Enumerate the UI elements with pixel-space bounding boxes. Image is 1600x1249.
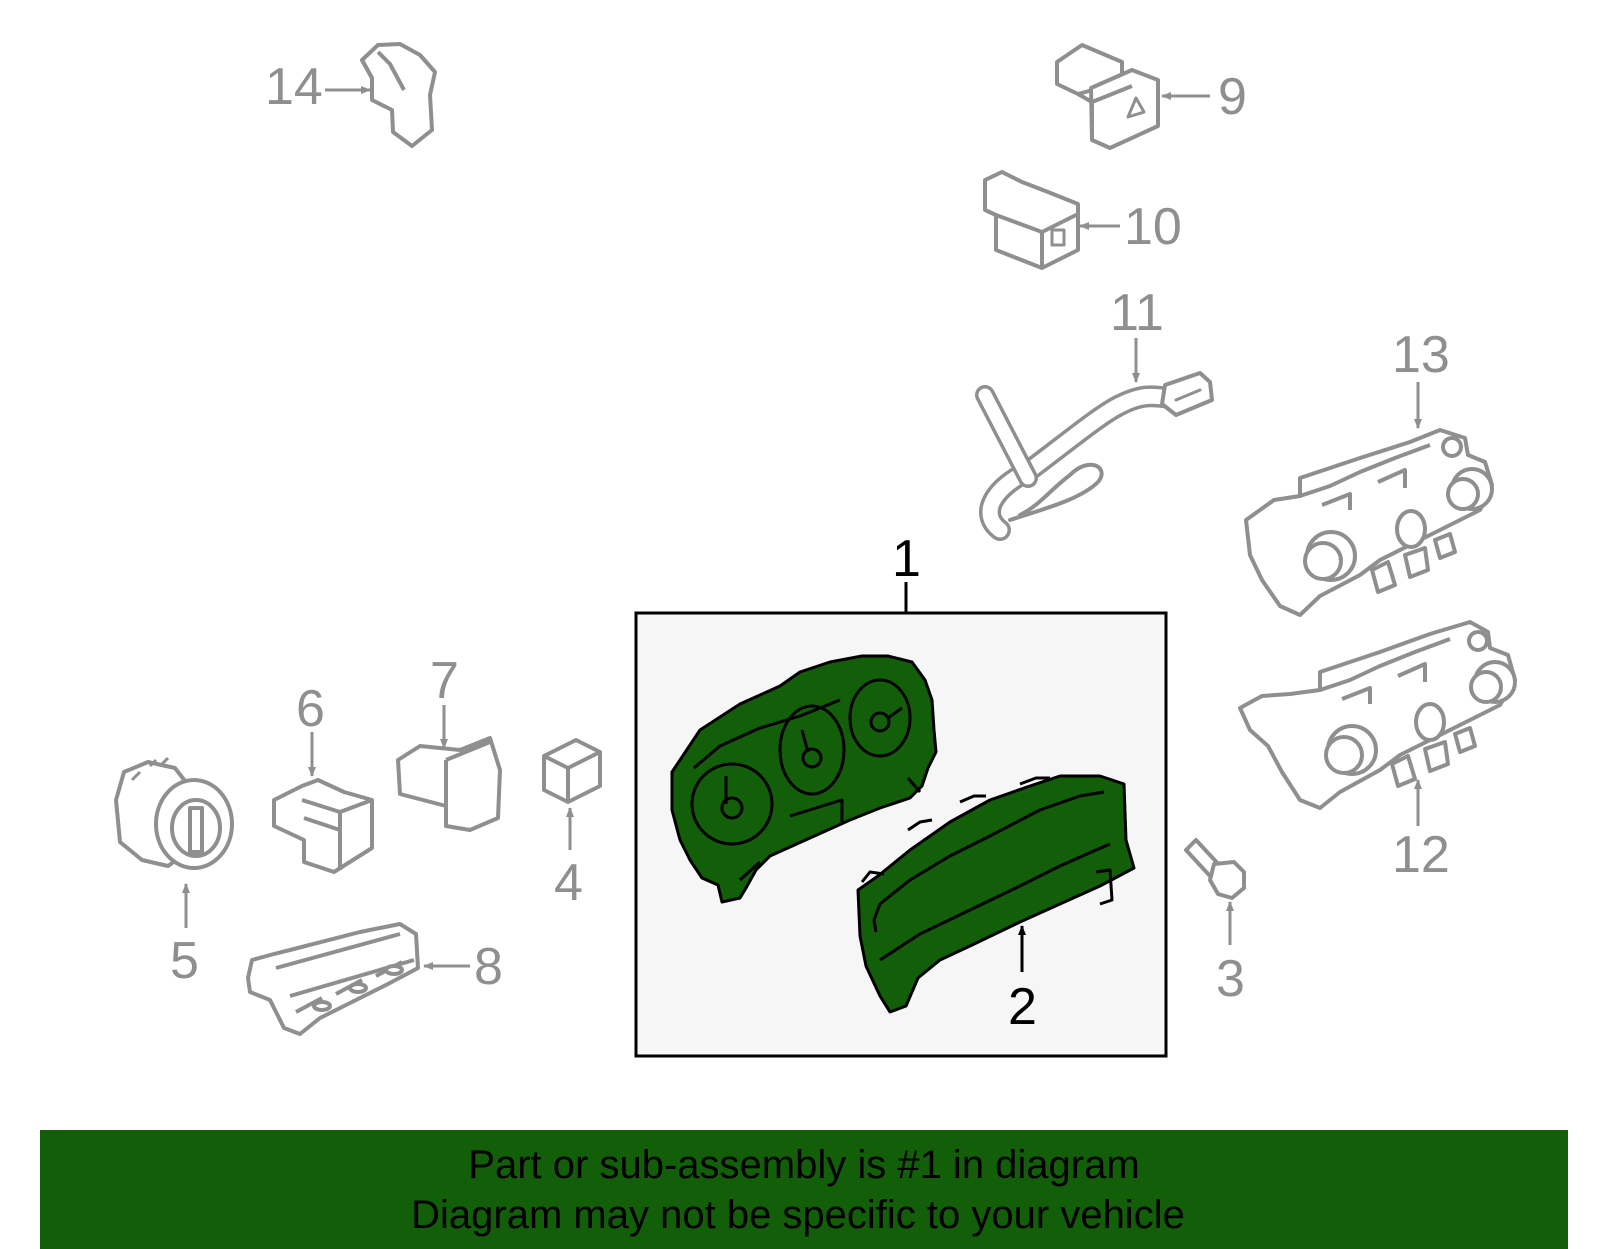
part-9-hazard-switch[interactable] (1055, 43, 1160, 150)
callout-6: 6 (296, 680, 325, 738)
part-1-instrument-cluster[interactable] (670, 654, 938, 904)
part-14-switch[interactable] (360, 42, 437, 148)
part-8-switch-bank[interactable] (246, 922, 420, 1036)
callout-8: 8 (474, 938, 503, 996)
info-banner-background (40, 1130, 1568, 1249)
callout-11: 11 (1110, 284, 1164, 342)
part-12-climate-control[interactable] (1238, 620, 1517, 810)
callout-13: 13 (1392, 326, 1450, 384)
part-5-headlamp-switch[interactable] (114, 756, 234, 870)
callout-14: 14 (265, 58, 323, 116)
part-7-connector[interactable] (396, 736, 502, 832)
callout-7: 7 (430, 652, 459, 710)
callout-9: 9 (1218, 68, 1247, 126)
part-10-switch[interactable] (983, 170, 1080, 270)
part-6-switch[interactable] (272, 778, 374, 874)
callout-12: 12 (1392, 826, 1450, 884)
part-3-bolt[interactable] (1184, 838, 1246, 900)
part-13-climate-control[interactable] (1244, 428, 1494, 617)
part-4-cube[interactable] (542, 738, 602, 804)
callout-3: 3 (1216, 950, 1245, 1008)
part-11-cable[interactable] (975, 371, 1214, 541)
banner-line-2: Diagram may not be specific to your vehi… (411, 1193, 1185, 1237)
info-banner: Part or sub-assembly is #1 in diagram Di… (40, 1130, 1568, 1249)
callout-4: 4 (554, 854, 583, 912)
banner-line-1: Part or sub-assembly is #1 in diagram (468, 1143, 1140, 1187)
part-2-lens[interactable] (856, 774, 1136, 1014)
callout-10: 10 (1124, 198, 1182, 256)
callout-5: 5 (170, 932, 199, 990)
callout-1: 1 (892, 530, 921, 588)
callout-2: 2 (1008, 978, 1037, 1036)
